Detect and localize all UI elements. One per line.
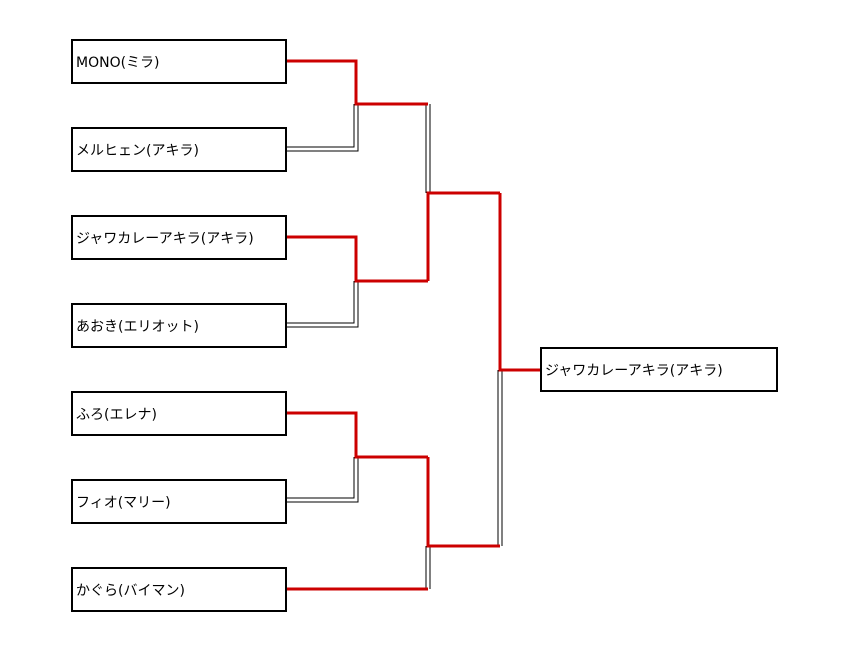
entrant-name: フィオ(マリー) — [76, 494, 171, 511]
entrant-name: ふろ(エレナ) — [76, 406, 157, 423]
winner-line — [287, 59, 428, 106]
entrant-name: メルヒェン(アキラ) — [76, 142, 199, 159]
champion-box: ジャワカレーアキラ(アキラ) — [540, 347, 778, 392]
champion-name: ジャワカレーアキラ(アキラ) — [545, 362, 723, 379]
entrant-box: フィオ(マリー) — [71, 479, 287, 524]
winner-line — [287, 235, 428, 283]
entrant-name: ジャワカレーアキラ(アキラ) — [76, 230, 254, 247]
entrant-box: MONO(ミラ) — [71, 39, 287, 84]
winner-line — [426, 191, 500, 281]
loser-line — [287, 104, 359, 152]
entrant-name: あおき(エリオット) — [76, 318, 199, 335]
entrant-box: あおき(エリオット) — [71, 303, 287, 348]
entrant-box: ふろ(エレナ) — [71, 391, 287, 436]
winner-line — [287, 411, 428, 459]
winner-line — [498, 193, 540, 372]
loser-line — [287, 457, 359, 503]
entrant-box: ジャワカレーアキラ(アキラ) — [71, 215, 287, 260]
winner-line — [426, 457, 500, 548]
entrant-box: かぐら(バイマン) — [71, 567, 287, 612]
entrant-box: メルヒェン(アキラ) — [71, 127, 287, 172]
loser-line — [287, 281, 359, 328]
entrant-name: かぐら(バイマン) — [76, 582, 185, 599]
entrant-name: MONO(ミラ) — [76, 54, 160, 71]
